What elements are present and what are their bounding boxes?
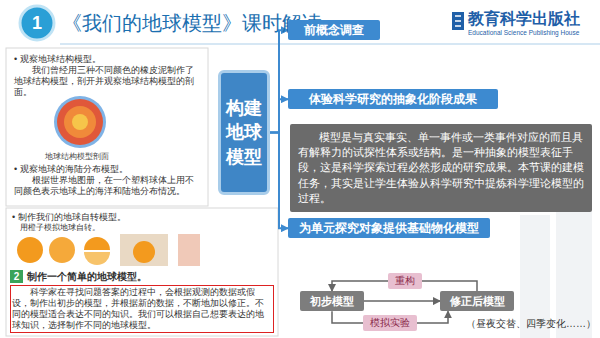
slide-title: 《我们的地球模型》课时解读 xyxy=(62,10,322,37)
edge-label: 模拟实验 xyxy=(363,315,417,331)
box-text: 体验科学研究的抽象化阶段成果 xyxy=(296,92,490,106)
section-number: 1 xyxy=(20,6,54,40)
connector xyxy=(364,300,440,302)
box-text: 前概念调查 xyxy=(296,23,372,37)
logo-icon xyxy=(452,12,464,30)
connector xyxy=(270,30,288,132)
step-number: 2 xyxy=(10,270,23,283)
edge-label: 重构 xyxy=(388,273,422,289)
textbook-paragraph: 科学家在寻找问题答案的过程中，会根据观测的数据或假设，制作出初步的模型，并根据新… xyxy=(12,287,272,331)
orange-photos xyxy=(17,234,200,266)
topic-box: 前概念调查 xyxy=(288,20,380,40)
model-box: 初步模型 xyxy=(300,291,364,311)
note-text: （昼夜交替、四季变化……） xyxy=(466,317,596,331)
textbook-text: 我们曾经用三种不同颜色的橡皮泥制作了地球结构模型，剖开并观察地球结构模型的剖面。 xyxy=(14,65,202,98)
building-backdrop xyxy=(520,190,592,338)
number-circle xyxy=(20,6,54,40)
publisher-name: Educational Science Publishing House xyxy=(468,29,579,36)
box-text: 初步模型 xyxy=(304,294,360,308)
connector xyxy=(270,99,288,132)
box-text: 为单元探究对象提供基础物化模型 xyxy=(296,221,482,235)
box-text: 修正后模型 xyxy=(444,294,510,308)
header xyxy=(20,6,600,44)
box-text: 构建地球模型 xyxy=(226,96,263,169)
textbook-bullet: • 观察地球的海陆分布模型。 xyxy=(14,163,128,176)
hub-box: 构建地球模型 xyxy=(218,70,270,195)
logo-icon-lines xyxy=(455,16,461,26)
textbook-text: 根据世界地图册，在一个塑料球体上用不同颜色表示地球上的海洋和陆地分布情况。 xyxy=(14,175,202,197)
earth-cross-section xyxy=(54,96,106,148)
topic-box: 体验科学研究的抽象化阶段成果 xyxy=(288,89,498,109)
model-box: 修正后模型 xyxy=(440,291,514,311)
textbook-page xyxy=(6,208,278,336)
box-text: 模型是与真实事实、单一事件或一类事件对应的而且具有解释力的试探性体系或结构。是一… xyxy=(298,130,584,206)
figure-caption: 地球结构模型剖面 xyxy=(45,151,109,162)
textbook-text: 用橙子模拟地球自转。 xyxy=(20,222,100,233)
connector xyxy=(270,133,288,229)
header-line xyxy=(60,43,600,45)
publisher-logo: 教育科学出版社 xyxy=(468,9,580,30)
textbook-bullet: • 观察地球结构模型。 xyxy=(14,53,101,66)
textbook-bullet: • 制作我们的地球自转模型。 xyxy=(12,211,126,224)
textbook-page xyxy=(6,48,208,206)
explanation-box: 模型是与真实事实、单一事件或一类事件对应的而且具有解释力的试探性体系或结构。是一… xyxy=(290,124,592,212)
step-title: 制作一个简单的地球模型。 xyxy=(27,270,147,284)
section-number-box xyxy=(10,270,23,283)
topic-box: 为单元探究对象提供基础物化模型 xyxy=(288,218,490,238)
